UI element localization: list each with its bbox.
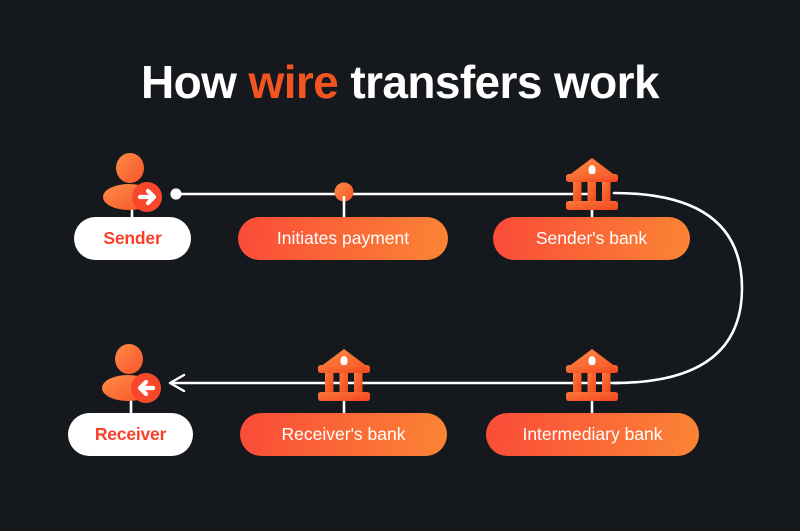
bank-icon xyxy=(560,155,624,219)
node-label-sender[interactable]: Sender xyxy=(74,217,191,260)
person-arrow-left-icon xyxy=(100,343,164,407)
wire-start-dot-icon xyxy=(170,188,182,200)
bank-icon xyxy=(312,346,376,410)
bank-icon xyxy=(560,346,624,410)
initiates-node-dot-icon xyxy=(334,182,354,202)
node-label-intermediary-bank[interactable]: Intermediary bank xyxy=(486,413,699,456)
title-suffix: transfers work xyxy=(338,56,659,108)
page-title: How wire transfers work xyxy=(0,55,800,109)
node-label-receiver[interactable]: Receiver xyxy=(68,413,193,456)
node-label-senders-bank[interactable]: Sender's bank xyxy=(493,217,690,260)
person-arrow-right-icon xyxy=(101,152,165,216)
node-label-receivers-bank[interactable]: Receiver's bank xyxy=(240,413,447,456)
node-label-initiates-payment[interactable]: Initiates payment xyxy=(238,217,448,260)
title-prefix: How xyxy=(141,56,249,108)
wire-arrowhead-left-icon xyxy=(168,373,186,393)
title-highlight-word: wire xyxy=(248,56,339,108)
wire-right-loop xyxy=(612,191,744,385)
